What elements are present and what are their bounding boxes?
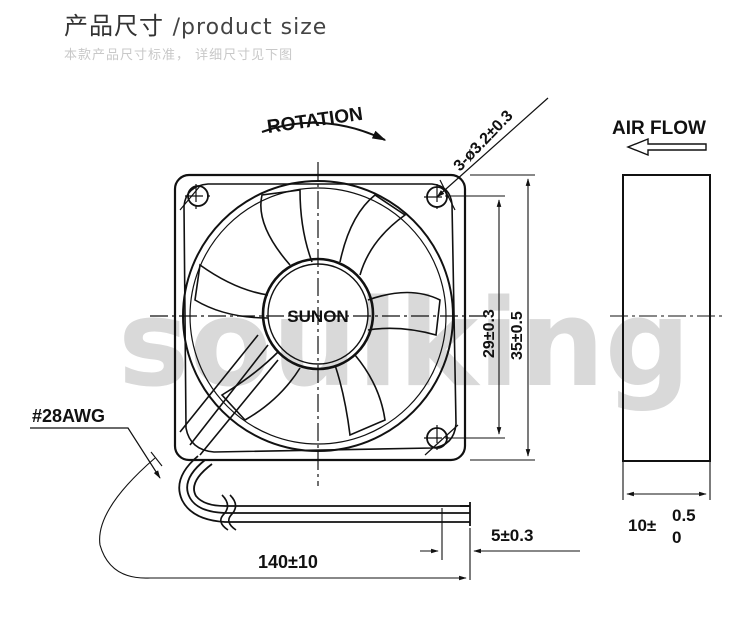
- rotation-label: ROTATION: [266, 104, 364, 138]
- thickness-upper-tolerance: 0.5: [672, 506, 696, 525]
- strip-length-label: 5±0.3: [491, 526, 533, 545]
- wire-gauge-label: #28AWG: [32, 406, 105, 426]
- fan-blades: [194, 189, 441, 437]
- center-lines: [150, 162, 492, 486]
- dim-inner-label: 29±0.3: [481, 309, 498, 358]
- height-dimensions: [445, 174, 535, 461]
- hole-leader-line: [436, 97, 549, 198]
- hub-brand-label: SUNON: [287, 307, 348, 326]
- page-subtitle: 本款产品尺寸标准， 详细尺寸见下图: [64, 48, 294, 63]
- wire-length-dimension: [99, 451, 467, 581]
- watermark-text: soulking: [118, 275, 691, 414]
- thickness-dimension: [622, 462, 711, 500]
- thickness-lower-tolerance: 0: [672, 528, 681, 547]
- airflow-label: AIR FLOW: [612, 118, 706, 139]
- rotation-arrow: [261, 121, 387, 141]
- title-cn: 产品尺寸: [64, 12, 164, 40]
- strip-length-dimension: [420, 508, 580, 580]
- wire-length-label: 140±10: [258, 552, 318, 572]
- fan-side-view: [622, 174, 711, 462]
- fan-frame-outer: [173, 173, 467, 462]
- wire-channel: [179, 334, 279, 456]
- title-en: /product size: [172, 15, 328, 40]
- lead-wires: [178, 455, 471, 531]
- thickness-base-label: 10±: [628, 516, 656, 535]
- page-title: 产品尺寸 /product size: [64, 6, 327, 41]
- hole-spec-label: 3-ø3.2±0.3: [451, 107, 517, 174]
- dim-outer-label: 35±0.5: [509, 311, 526, 360]
- wire-gauge-leader: [30, 427, 161, 479]
- airflow-arrow: [626, 137, 707, 157]
